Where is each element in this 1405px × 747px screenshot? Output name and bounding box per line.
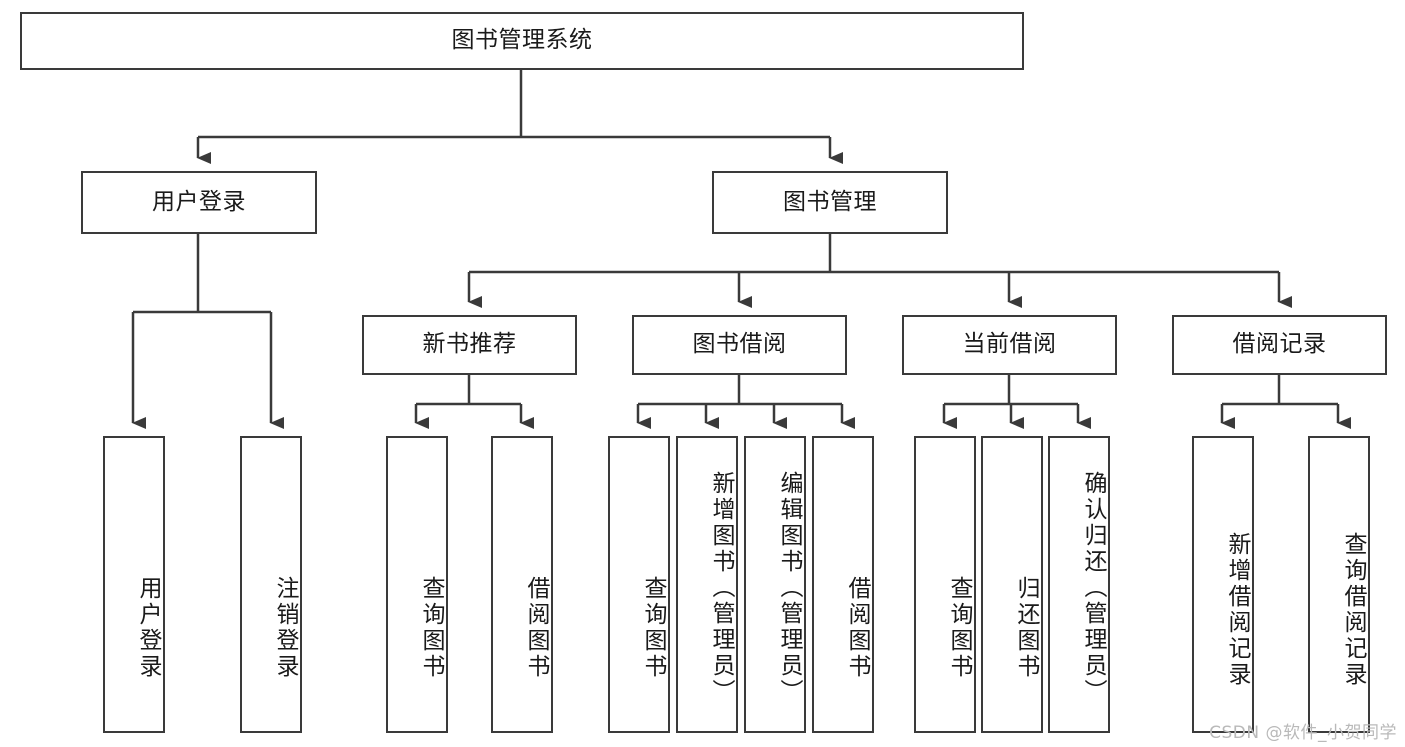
node-leaf-query-record-label: 查询借阅记录 — [1340, 531, 1366, 688]
node-leaf-query-book-1-label: 查询图书 — [418, 575, 444, 680]
node-leaf-add-book-label: 新增图书（管理员） — [708, 470, 734, 705]
node-new-book-rec: 新书推荐 — [362, 315, 577, 375]
node-leaf-logout-label: 注销登录 — [272, 575, 298, 680]
node-leaf-query-book-2: 查询图书 — [608, 436, 670, 733]
node-borrow-record-label: 借阅记录 — [1232, 331, 1327, 358]
node-current-borrow: 当前借阅 — [902, 315, 1117, 375]
csdn-watermark: CSDN @软件_小贺同学 — [1209, 723, 1397, 743]
node-leaf-borrow-book-1-label: 借阅图书 — [523, 575, 549, 680]
node-leaf-borrow-book-2: 借阅图书 — [812, 436, 874, 733]
node-leaf-query-book-3-label: 查询图书 — [946, 575, 972, 680]
node-leaf-query-record: 查询借阅记录 — [1308, 436, 1370, 733]
node-leaf-return-book-label: 归还图书 — [1013, 575, 1039, 680]
node-leaf-borrow-book-2-label: 借阅图书 — [844, 575, 870, 680]
node-leaf-user-login-label: 用户登录 — [135, 575, 161, 680]
node-leaf-user-login: 用户登录 — [103, 436, 165, 733]
node-user-login: 用户登录 — [81, 171, 317, 234]
node-borrow-record: 借阅记录 — [1172, 315, 1387, 375]
node-leaf-add-record: 新增借阅记录 — [1192, 436, 1254, 733]
node-book-manage-label: 图书管理 — [783, 188, 877, 215]
node-leaf-borrow-book-1: 借阅图书 — [491, 436, 553, 733]
node-leaf-add-record-label: 新增借阅记录 — [1224, 531, 1250, 688]
node-leaf-edit-book: 编辑图书（管理员） — [744, 436, 806, 733]
node-leaf-query-book-3: 查询图书 — [914, 436, 976, 733]
node-leaf-logout: 注销登录 — [240, 436, 302, 733]
node-current-borrow-label: 当前借阅 — [962, 331, 1057, 358]
node-leaf-edit-book-label: 编辑图书（管理员） — [776, 470, 802, 705]
node-leaf-query-book-2-label: 查询图书 — [640, 575, 666, 680]
node-leaf-return-book: 归还图书 — [981, 436, 1043, 733]
node-root-label: 图书管理系统 — [451, 27, 593, 54]
node-root: 图书管理系统 — [20, 12, 1024, 70]
node-book-borrow: 图书借阅 — [632, 315, 847, 375]
node-leaf-confirm-return-label: 确认归还（管理员） — [1080, 470, 1106, 705]
node-new-book-rec-label: 新书推荐 — [422, 331, 517, 358]
node-book-manage: 图书管理 — [712, 171, 948, 234]
node-leaf-add-book: 新增图书（管理员） — [676, 436, 738, 733]
node-book-borrow-label: 图书借阅 — [692, 331, 787, 358]
node-leaf-query-book-1: 查询图书 — [386, 436, 448, 733]
node-user-login-label: 用户登录 — [152, 188, 246, 215]
node-leaf-confirm-return: 确认归还（管理员） — [1048, 436, 1110, 733]
